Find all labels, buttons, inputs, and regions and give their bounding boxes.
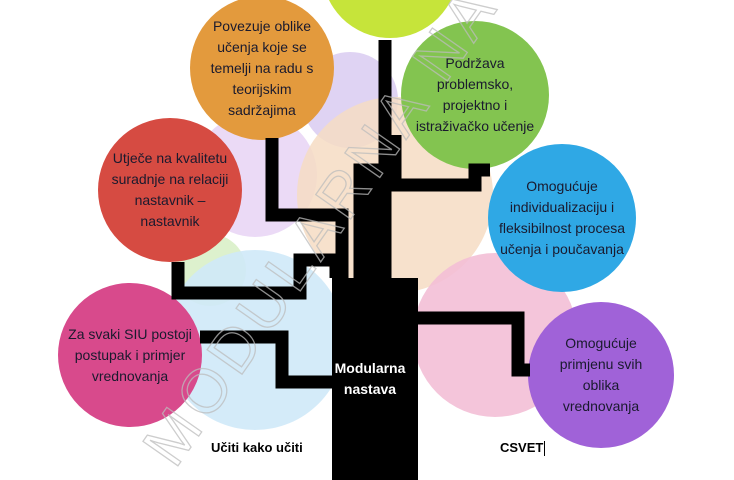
circle-povezuje (190, 0, 334, 140)
branch-omogucuje-vred (416, 311, 530, 377)
circle-omogucuje-ind (488, 144, 636, 292)
node-omogucuje-vred: Omogućuje primjenu svih oblika vrednovan… (528, 302, 674, 448)
branch-siu (200, 330, 334, 389)
caption-left: Učiti kako učiti (211, 440, 303, 455)
circle-omogucuje-vred (528, 302, 674, 448)
node-podrzava: Podržava problemsko, projektno i istraži… (401, 21, 549, 169)
caption-right-text: CSVET (500, 440, 544, 455)
circle-podrzava (401, 21, 549, 169)
circle-top (328, 0, 452, 38)
node-omogucuje-ind-text: Omogućuje individualizaciju i fleksibiln… (498, 178, 626, 257)
idea-circles (58, 0, 674, 448)
branch-povezuje (265, 138, 349, 278)
caption-left-text: Učiti kako učiti (211, 440, 303, 455)
node-siu-text: Za svaki SIU postoji postupak i primjer … (68, 325, 192, 384)
node-povezuje-text: Povezuje oblike učenja koje se temelji n… (210, 17, 314, 118)
node-omogucuje-ind: Omogućuje individualizaciju i fleksibiln… (488, 144, 636, 292)
trunk (332, 278, 418, 480)
circle-siu (58, 283, 202, 427)
tree-branches (171, 40, 530, 389)
node-podrzava-text: Podržava problemsko, projektno i istraži… (415, 55, 535, 134)
text-cursor (544, 441, 546, 457)
trunk-label: Modularna nastava (334, 360, 406, 397)
node-utjece-text: Utječe na kvalitetu suradnje na relaciji… (111, 150, 229, 229)
branch-utjece (171, 253, 343, 300)
branch-omogucuje-ind (378, 163, 490, 278)
node-povezuje: Povezuje oblike učenja koje se temelji n… (190, 0, 334, 140)
circle-utjece (98, 118, 242, 262)
node-omogucuje-vred-text: Omogućuje primjenu svih oblika vrednovan… (559, 335, 643, 414)
caption-right[interactable]: CSVET (500, 440, 546, 457)
branch-top (353, 40, 392, 278)
node-siu: Za svaki SIU postoji postupak i primjer … (58, 283, 202, 427)
node-utjece: Utječe na kvalitetu suradnje na relaciji… (98, 118, 242, 262)
